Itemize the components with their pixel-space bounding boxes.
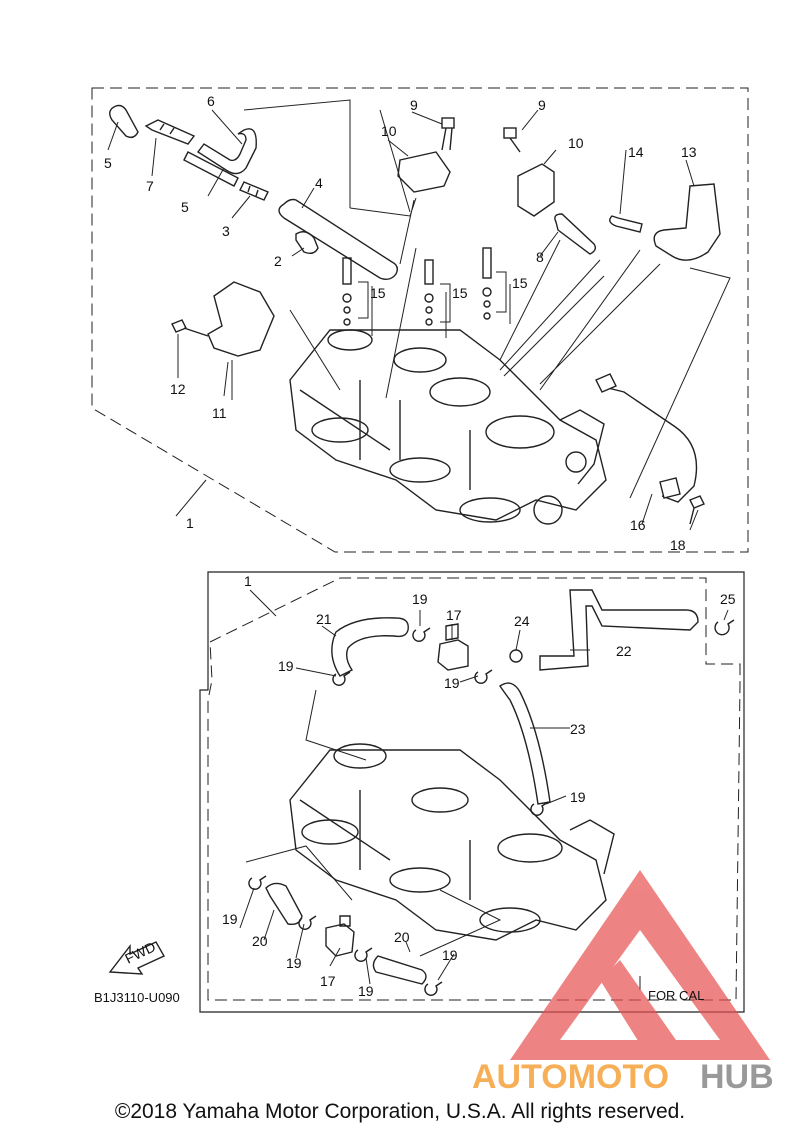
callout-17-bottom: 17 xyxy=(320,973,336,989)
callout-20-right: 20 xyxy=(394,929,410,945)
clip-24 xyxy=(509,649,523,663)
clip-19-c xyxy=(474,669,493,684)
hose-20-right xyxy=(372,955,427,985)
hose-21 xyxy=(331,617,409,677)
callout-1-top: 1 xyxy=(186,515,194,531)
hose-6 xyxy=(196,128,257,175)
leaders-bottom xyxy=(239,589,729,990)
callout-19-h: 19 xyxy=(442,947,458,963)
fitting-7 xyxy=(144,119,196,145)
callout-19-b: 19 xyxy=(278,658,294,674)
top-frame xyxy=(91,87,749,553)
fitting-17-top xyxy=(437,623,469,671)
logo-triangle xyxy=(510,870,770,1060)
watermark-logo xyxy=(510,870,770,1060)
callout-19-c: 19 xyxy=(444,675,460,691)
sensor-10-right xyxy=(517,163,555,217)
clip-19-b xyxy=(332,671,351,686)
sensor-13 xyxy=(653,183,721,261)
callout-19-a: 19 xyxy=(412,591,428,607)
callout-21: 21 xyxy=(316,611,332,627)
bolt-14 xyxy=(609,215,643,233)
hose-23 xyxy=(499,682,551,805)
jet-15-a xyxy=(342,257,352,326)
watermark-brand-a: AUTOMOTO xyxy=(472,1058,669,1096)
harness-16 xyxy=(599,385,698,503)
callout-10-left: 10 xyxy=(381,123,397,139)
callout-11: 11 xyxy=(212,405,227,421)
fwd-arrow: FWD xyxy=(108,938,165,975)
callout-6: 6 xyxy=(207,93,215,109)
clip-19-d xyxy=(530,801,549,816)
callout-19-e: 19 xyxy=(222,911,238,927)
callout-18: 18 xyxy=(670,537,686,553)
callout-15-c: 15 xyxy=(512,275,528,291)
callout-5-lower: 5 xyxy=(181,199,189,215)
jet-15-c xyxy=(482,247,492,320)
callout-25: 25 xyxy=(720,591,736,607)
variant-label: FOR CAL xyxy=(648,988,705,1003)
callout-4: 4 xyxy=(315,175,323,191)
callout-8: 8 xyxy=(536,249,544,265)
clip-25 xyxy=(714,619,735,636)
callout-2: 2 xyxy=(274,253,282,269)
callout-numbers: 6 9 9 10 10 14 13 5 7 4 5 3 8 2 15 15 15… xyxy=(104,93,736,999)
sensor-11 xyxy=(207,281,275,357)
hose-4 xyxy=(278,198,399,281)
callout-9-left: 9 xyxy=(410,97,418,113)
screw-9-left xyxy=(441,117,455,151)
callout-17-top: 17 xyxy=(446,607,462,623)
screw-12 xyxy=(171,319,209,337)
screw-9-right xyxy=(503,127,521,153)
watermark-brand-b: HUB xyxy=(700,1058,774,1096)
hose-8 xyxy=(554,213,597,255)
leaders-top xyxy=(107,99,731,531)
fitting-17-bottom xyxy=(325,915,355,957)
callout-14: 14 xyxy=(628,144,644,160)
callout-9-right: 9 xyxy=(538,97,546,113)
callout-19-g: 19 xyxy=(358,983,374,999)
callout-20-left: 20 xyxy=(252,933,268,949)
logo-stroke xyxy=(600,960,690,1060)
callout-15-b: 15 xyxy=(452,285,468,301)
clip-19-a xyxy=(412,627,431,642)
callout-23: 23 xyxy=(570,721,586,737)
sensor-10-left xyxy=(397,151,451,193)
hose-5-lower xyxy=(183,151,239,187)
callout-3: 3 xyxy=(222,223,230,239)
callout-19-f: 19 xyxy=(286,955,302,971)
callout-12: 12 xyxy=(170,381,186,397)
clip-19-h xyxy=(424,981,443,996)
callout-10-right: 10 xyxy=(568,135,584,151)
callout-15-a: 15 xyxy=(370,285,386,301)
callout-22: 22 xyxy=(616,643,632,659)
callout-24: 24 xyxy=(514,613,530,629)
callout-7: 7 xyxy=(146,178,154,194)
diagram-code: B1J3110-U090 xyxy=(94,990,180,1005)
connector-16 xyxy=(595,373,681,499)
bottom-frame xyxy=(199,571,745,1013)
callout-1-bottom: 1 xyxy=(244,573,252,589)
cap-2 xyxy=(295,231,319,255)
bracket-15 xyxy=(358,271,507,323)
hose-5-upper xyxy=(109,104,139,139)
hose-20-left xyxy=(265,882,303,926)
bottom-inner-dashed xyxy=(207,577,741,1001)
joint-3 xyxy=(239,181,269,201)
jet-15-b xyxy=(424,259,434,326)
callout-16: 16 xyxy=(630,517,646,533)
clip-19-e xyxy=(248,875,267,890)
pipe-22 xyxy=(539,589,699,671)
clip-19-g xyxy=(354,947,373,962)
screw-18 xyxy=(689,495,705,525)
callout-13: 13 xyxy=(681,144,697,160)
copyright-notice: ©2018 Yamaha Motor Corporation, U.S.A. A… xyxy=(114,1100,686,1123)
callout-5-upper: 5 xyxy=(104,155,112,171)
throttle-body-lower xyxy=(289,743,615,941)
throttle-body-upper xyxy=(289,329,607,525)
clip-19-f xyxy=(298,915,317,930)
callout-19-d: 19 xyxy=(570,789,586,805)
